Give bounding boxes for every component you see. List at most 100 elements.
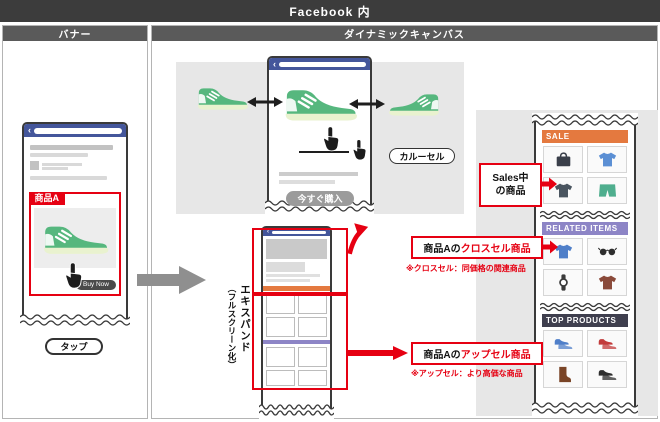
feed-row-placeholder [30, 161, 120, 172]
text-line-placeholder [266, 274, 320, 277]
tap-callout-label: タップ [60, 342, 88, 352]
tshirt-product[interactable] [587, 146, 627, 173]
product-row-placeholder [266, 370, 327, 386]
carousel-sneaker-right[interactable] [387, 90, 443, 117]
text-line-placeholder [279, 172, 358, 176]
sale-annotation-line2: の商品 [495, 186, 526, 197]
sale-bar-placeholder [263, 286, 330, 291]
text-line-placeholder [42, 162, 82, 166]
product-row-placeholder [266, 347, 327, 367]
swipe-hand-icon [351, 139, 367, 161]
section-sale: SALE [536, 130, 634, 204]
phone-header: ‹ [24, 124, 126, 137]
diagram-title-bar: Facebook 内 [0, 0, 660, 22]
text-line-placeholder [279, 180, 335, 184]
expanded-top-highlight-box [252, 228, 348, 294]
sale-annotation-arrow-icon [541, 177, 558, 191]
text-line-placeholder [30, 175, 108, 180]
product-cell-placeholder[interactable] [298, 370, 327, 386]
shorts-product[interactable] [587, 177, 627, 204]
top-products-section-header: TOP PRODUCTS [542, 314, 628, 327]
dynamic-canvas-column-header: ダイナミックキャンバス [152, 26, 657, 41]
feed-placeholder [24, 137, 126, 188]
up-sell-annotation-arrow-icon [346, 345, 410, 361]
product-cell-placeholder[interactable] [298, 347, 327, 367]
sneaker-image [39, 221, 111, 256]
diagram-title: Facebook 内 [289, 4, 371, 19]
text-line-placeholder [42, 167, 68, 170]
wave-separator [540, 210, 630, 220]
expand-curved-arrow-icon [344, 220, 370, 258]
back-icon[interactable]: ‹ [28, 125, 31, 135]
sale-section-header: SALE [542, 130, 628, 143]
carousel-sneaker-center[interactable] [280, 84, 360, 123]
carousel-callout: カルーセル [389, 148, 455, 164]
section-related-items: RELATED ITEMS [536, 222, 634, 296]
banner-column-title: バナー [58, 30, 92, 41]
tshirt-product[interactable] [587, 269, 627, 296]
search-bar[interactable] [34, 127, 122, 134]
product-cell-placeholder[interactable] [266, 347, 295, 367]
related-items-section-header: RELATED ITEMS [542, 222, 628, 235]
expand-label-sub: （フルスクリーン化） [227, 284, 237, 369]
search-bar[interactable] [272, 230, 326, 234]
cross-sell-prefix: 商品Aの [423, 244, 461, 255]
text-line-placeholder [30, 145, 113, 150]
back-icon[interactable]: ‹ [273, 58, 276, 69]
product-cell-placeholder[interactable] [266, 370, 295, 386]
carousel-sneaker-left[interactable] [194, 84, 250, 111]
expanded-phone: ‹ [259, 226, 334, 419]
expand-label: エキスパンド （フルスクリーン化） [226, 284, 253, 410]
bag-product[interactable] [543, 146, 583, 173]
swipe-hand-icon [321, 126, 340, 152]
hero-image-placeholder [266, 239, 327, 259]
buy-now-pill-button[interactable]: 今すぐ購入 [286, 191, 354, 206]
sunglasses-icon [597, 243, 617, 260]
tshirt-icon [598, 274, 617, 291]
tap-callout: タップ [45, 338, 103, 355]
shoes-icon [598, 335, 617, 352]
shoes-product[interactable] [587, 330, 627, 357]
bag-icon [554, 151, 573, 168]
wave-separator [540, 302, 630, 312]
cross-sell-highlight: クロスセル商品 [460, 244, 531, 255]
product-cell-placeholder[interactable] [266, 317, 295, 337]
product-a-highlight-box: 商品A Buy Now [28, 191, 121, 296]
tshirt-icon [598, 151, 617, 168]
tshirt-icon [554, 182, 573, 199]
watch-product[interactable] [543, 269, 583, 296]
phone-header: ‹ [263, 228, 330, 236]
back-icon[interactable]: ‹ [267, 229, 269, 235]
shoes-product[interactable] [543, 330, 583, 357]
sunglasses-product[interactable] [587, 238, 627, 265]
product-row-placeholder [266, 317, 327, 337]
phone-header: ‹ [269, 58, 370, 70]
buy-now-pill-label: 今すぐ購入 [297, 194, 343, 204]
tap-hand-icon [63, 262, 83, 289]
related-bar-placeholder [263, 340, 330, 344]
shoes-product[interactable] [587, 361, 627, 388]
boot-product[interactable] [543, 361, 583, 388]
swipe-line [299, 151, 349, 153]
recommendation-phone: SALE RELATED ITEMS TOP PRODUCTS [532, 113, 638, 417]
sale-annotation-box: Sales中 の商品 [479, 163, 542, 207]
up-sell-highlight: アップセル商品 [460, 350, 531, 361]
up-sell-prefix: 商品Aの [423, 350, 461, 361]
cross-sell-note: ※クロスセル：同価格の関連商品 [406, 264, 526, 273]
flow-arrow-right-icon [137, 265, 207, 295]
search-bar[interactable] [279, 61, 366, 67]
buy-now-button[interactable]: Buy Now [75, 279, 116, 290]
product-cell-placeholder[interactable] [298, 317, 327, 337]
text-line-placeholder [266, 279, 311, 282]
product-a-image[interactable] [34, 208, 116, 268]
shoes-icon [598, 366, 617, 383]
tshirt-product[interactable] [543, 238, 583, 265]
expand-label-main: エキスパンド [239, 284, 251, 353]
swipe-arrow-icon [349, 97, 385, 111]
banner-column-header: バナー [3, 26, 147, 41]
carousel-phone: ‹ [265, 56, 374, 215]
section-top-products: TOP PRODUCTS [536, 314, 634, 388]
cross-sell-annotation-arrow-icon [542, 240, 559, 254]
tshirt-icon [554, 243, 573, 260]
